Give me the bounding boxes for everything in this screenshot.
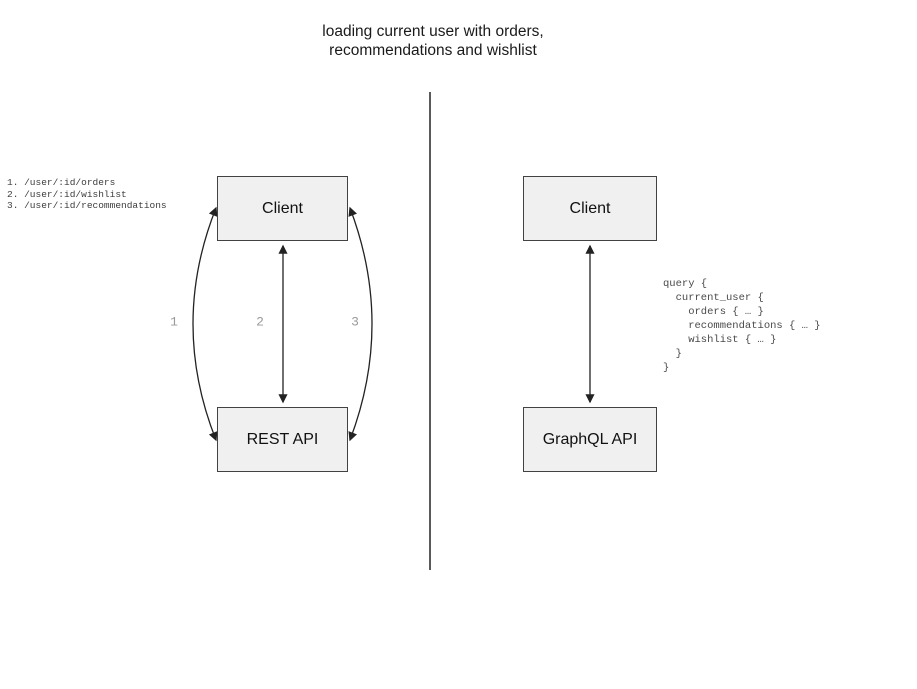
arrow-label-1: 1 [170,314,178,330]
rest-arrow-1-curve [192,206,218,442]
arrow-label-2: 2 [256,314,264,330]
divider-line [429,92,431,570]
rest-endpoint-wishlist: 2. /user/:id/wishlist [7,188,127,200]
rest-api-box-label: REST API [246,430,319,448]
rest-endpoint-orders: 1. /user/:id/orders [7,177,116,188]
query-line: recommendations { … } [663,320,821,332]
query-line: orders { … } [663,306,764,318]
graphql-api-box: GraphQL API [523,407,657,472]
query-line: current_user { [663,292,764,304]
arrow-label-3: 3 [351,314,359,330]
rest-client-box: Client [217,176,348,241]
graphql-query-snippet: query { current_user { orders { … } reco… [663,277,821,375]
query-line: query { [663,278,708,290]
rest-api-box: REST API [217,407,348,472]
graphql-client-box-label: Client [569,199,611,217]
query-line: wishlist { … } [663,334,777,346]
rest-endpoint-recommendations: 3. /user/:id/recommendations [7,200,167,211]
diagram-title: loading current user with orders, recomm… [322,22,543,60]
rest-client-box-label: Client [262,199,303,217]
query-line: } [663,348,682,360]
graphql-client-box: Client [523,176,657,241]
diagram-title-line1: loading current user with orders, [322,23,544,40]
graphql-api-box-label: GraphQL API [542,430,638,448]
query-line: } [663,362,670,374]
diagram-title-line2: recommendations and wishlist [329,42,537,59]
rest-endpoints-list: 1. /user/:id/orders 2. /user/:id/wishlis… [7,177,167,212]
